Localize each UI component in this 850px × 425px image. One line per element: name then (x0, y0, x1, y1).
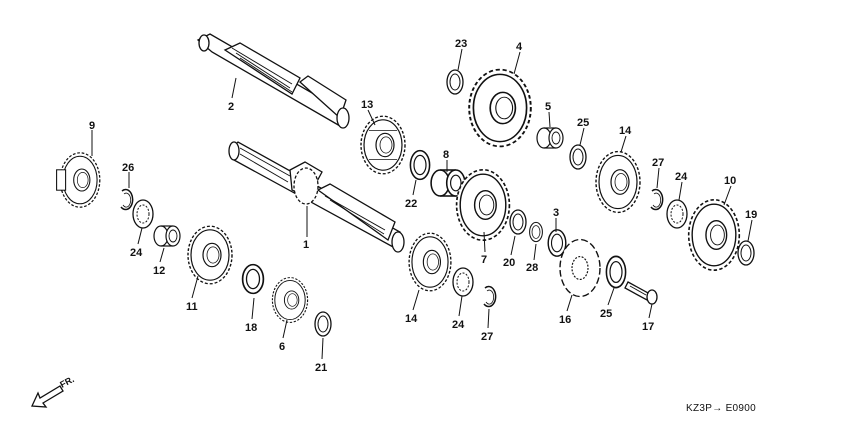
callout-12: 12 (153, 265, 165, 277)
callout-27c: 27 (652, 157, 664, 169)
clip-part-27c (650, 188, 664, 211)
callout-19: 19 (745, 209, 757, 221)
callout-27b: 27 (481, 331, 493, 343)
washer-part-19 (737, 240, 755, 266)
bolt-part-17 (624, 281, 658, 305)
callout-3: 3 (553, 207, 559, 219)
callout-14: 14 (405, 313, 418, 325)
mainshaft-part-1 (228, 141, 405, 253)
callout-18: 18 (245, 322, 257, 334)
spline-washer-part-24b (452, 267, 474, 297)
callout-2: 2 (228, 101, 234, 113)
washer-part-28 (529, 221, 543, 243)
gear-part-11 (187, 225, 233, 285)
gear-part-14 (408, 232, 452, 292)
gear-part-10 (687, 198, 741, 272)
callout-15: 14 (619, 125, 632, 137)
callout-22: 22 (405, 198, 417, 210)
washer-part-20 (509, 209, 527, 235)
washer-part-25 (605, 255, 627, 289)
callout-20: 20 (503, 257, 515, 269)
callout-24a: 24 (130, 247, 143, 259)
bushing-part-5 (536, 127, 564, 149)
callout-10: 10 (724, 175, 736, 187)
spline-washer-part-24a (132, 199, 154, 229)
callout-23: 23 (455, 38, 467, 50)
callout-1: 1 (303, 239, 309, 251)
gear-part-4 (468, 68, 532, 148)
front-label: FR. (58, 374, 75, 390)
front-direction-arrow: FR. (31, 374, 76, 408)
clip-part-27b (483, 285, 497, 308)
callout-28: 28 (526, 262, 538, 274)
gear-part-7 (455, 168, 511, 242)
diagram-code: KZ3P→ E0900 (686, 403, 756, 414)
callout-21: 21 (315, 362, 327, 374)
washer-part-18 (241, 263, 265, 295)
countershaft-part-2 (196, 33, 350, 129)
bushing-part-12 (153, 225, 181, 247)
callout-24b: 24 (452, 319, 465, 331)
gear-part-13 (360, 115, 406, 175)
callout-labels: 9 26 24 12 11 18 6 21 2 1 13 22 8 7 20 2… (89, 38, 757, 374)
callout-6: 6 (279, 341, 285, 353)
gear-part-9 (56, 152, 101, 208)
sprocket-part-16 (559, 238, 601, 298)
callout-17: 17 (642, 321, 654, 333)
callout-8: 8 (443, 149, 449, 161)
callout-5: 5 (545, 101, 551, 113)
spline-washer-part-24c (666, 199, 688, 229)
gear-part-15 (595, 150, 641, 214)
callout-13: 13 (361, 99, 373, 111)
callout-9: 9 (89, 120, 95, 132)
clip-part-27a (120, 188, 134, 211)
gear-part-6 (271, 277, 309, 323)
callout-24c: 24 (675, 171, 688, 183)
callout-25: 25 (600, 308, 612, 320)
washer-part-23 (446, 69, 464, 95)
washer-part-22 (409, 149, 431, 181)
leader-lines (91, 48, 753, 360)
washer-part-26 (569, 144, 587, 170)
washer-part-21 (314, 311, 332, 337)
callout-27a: 26 (122, 162, 134, 174)
callout-11: 11 (186, 301, 198, 313)
callout-4: 4 (516, 41, 523, 53)
callout-26: 25 (577, 117, 589, 129)
callout-7: 7 (481, 254, 487, 266)
callout-16: 16 (559, 314, 571, 326)
